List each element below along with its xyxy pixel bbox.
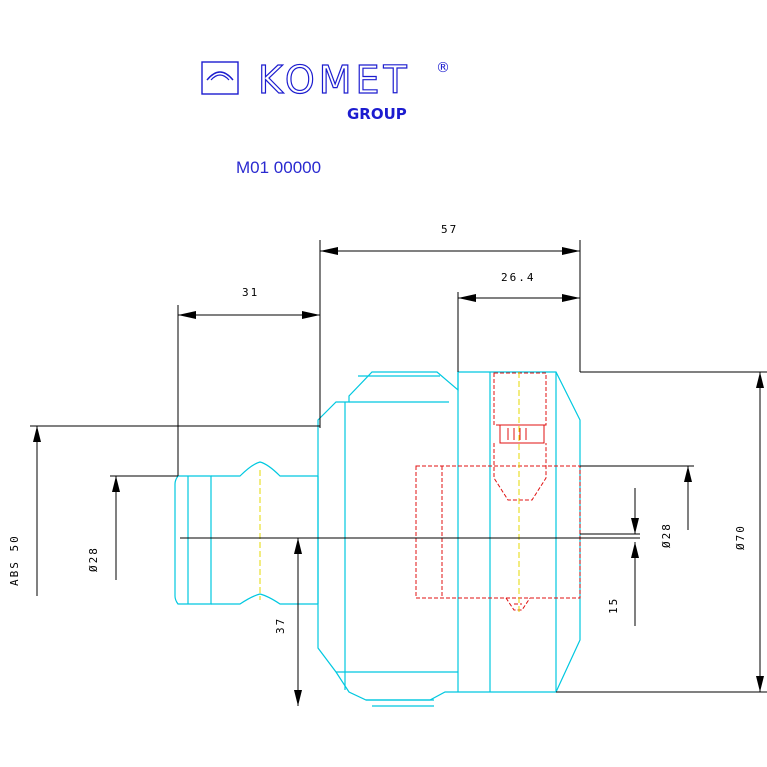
komet-logo-icon: [201, 61, 239, 95]
logo-registered-mark: ®: [436, 60, 450, 76]
dim-bore-offset: 15: [607, 597, 620, 614]
dim-head-offset: 26.4: [501, 271, 536, 284]
dim-abs: ABS 50: [8, 534, 21, 586]
center-lines: [180, 372, 520, 612]
dimension-lines: [30, 240, 767, 706]
logo-brand-text: KOMET: [258, 58, 411, 102]
part-number: M01 00000: [236, 158, 321, 177]
dim-lower-height: 37: [274, 617, 287, 634]
komet-logo: KOMET ® GROUP: [201, 57, 450, 123]
dim-overall-length: 57: [441, 223, 458, 236]
logo-group-text: GROUP: [347, 105, 407, 123]
hidden-features: [415, 372, 581, 611]
dim-shank-length: 31: [242, 286, 259, 299]
dim-head-diameter: Ø70: [734, 524, 747, 550]
dim-bore-diameter: Ø28: [660, 522, 673, 548]
dim-shank-diameter: Ø28: [87, 546, 100, 572]
